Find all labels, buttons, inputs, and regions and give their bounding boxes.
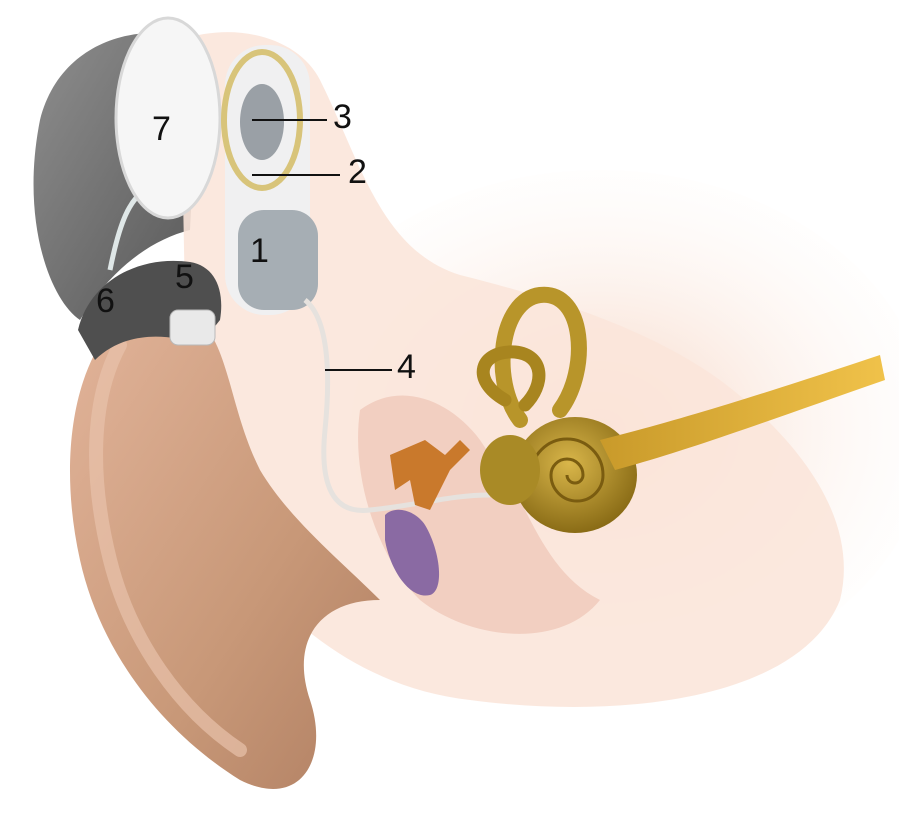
vestibule	[480, 435, 540, 505]
label-7: 7	[152, 110, 171, 148]
microphone-unit	[170, 310, 215, 345]
label-1: 1	[250, 232, 269, 270]
label-2: 2	[348, 153, 367, 191]
label-5: 5	[175, 258, 194, 296]
label-6: 6	[96, 282, 115, 320]
label-4: 4	[397, 348, 416, 386]
implant-magnet	[240, 84, 284, 160]
label-3: 3	[333, 98, 352, 136]
